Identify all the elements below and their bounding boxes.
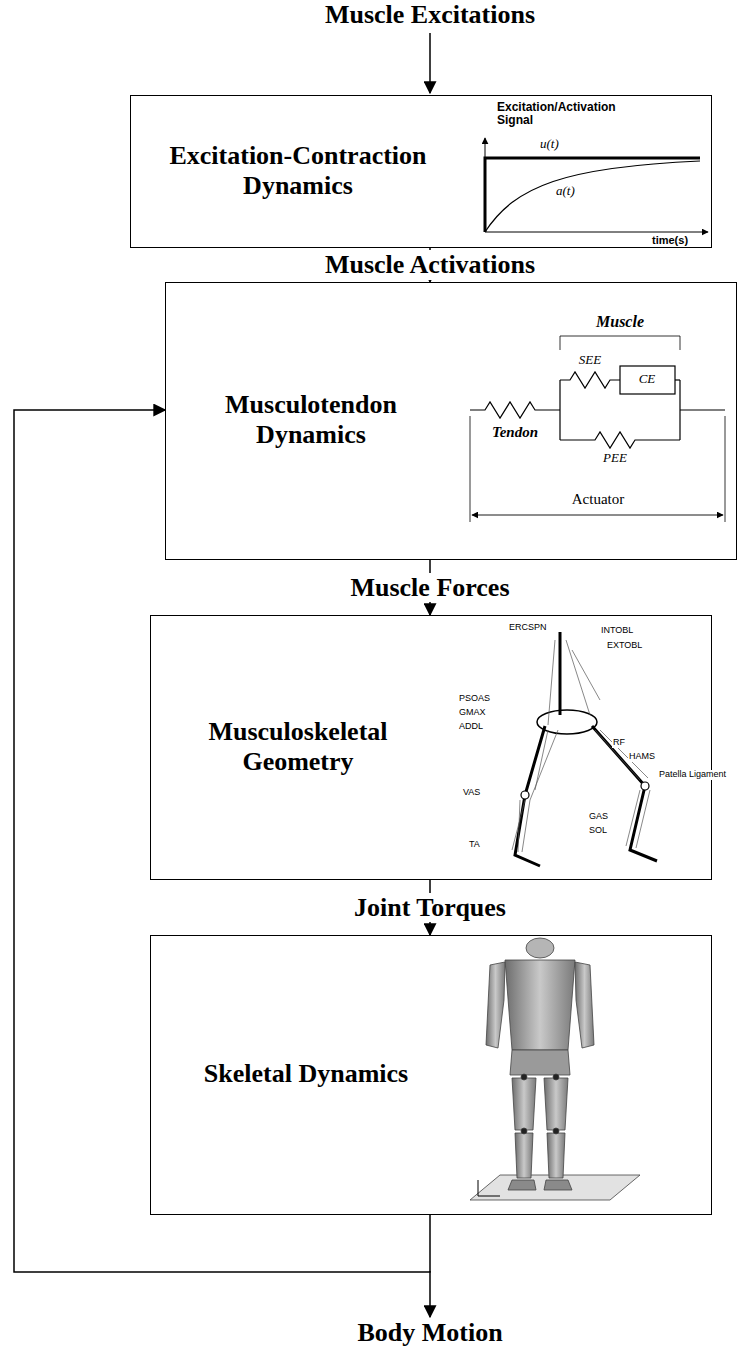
part-label: time(s) [652, 234, 688, 246]
musculotendon-model [470, 336, 725, 522]
part-label: Patella Ligament [658, 770, 727, 780]
part-label: GAS [588, 812, 609, 822]
part-label: SOL [588, 826, 608, 836]
signal-label: Muscle Excitations [322, 0, 538, 30]
signal-label: Joint Torques [351, 893, 509, 923]
part-label: Excitation/Activation Signal [497, 101, 632, 127]
signal-label: Muscle Activations [322, 250, 538, 280]
flow-arrow [14, 410, 430, 1272]
part-label: PSOAS [458, 694, 491, 704]
part-label: Muscle [596, 313, 644, 331]
output-arrow [430, 1271, 431, 1317]
part-label: TA [468, 840, 481, 850]
part-label: VAS [462, 788, 481, 798]
part-label: INTOBL [600, 626, 634, 636]
skeletal-figure [470, 938, 640, 1200]
part-label: Actuator [572, 491, 624, 508]
part-label: ERCSPN [508, 623, 548, 633]
part-label: ADDL [458, 722, 484, 732]
process-box: Skeletal Dynamics [150, 935, 712, 1215]
part-label: EXTOBL [606, 641, 643, 651]
activation-plot [485, 138, 708, 232]
part-label: SEE [579, 353, 601, 367]
signal-label: Muscle Forces [347, 573, 512, 603]
signal-label: Body Motion [354, 1318, 505, 1348]
part-label: HAMS [628, 752, 656, 762]
process-box: Excitation-Contraction Dynamics [130, 95, 712, 248]
leg-skeleton [512, 632, 657, 866]
part-label: CE [639, 372, 656, 386]
part-label: u(t) [540, 137, 559, 151]
part-label: PEE [603, 451, 627, 465]
part-label: Tendon [492, 424, 538, 441]
process-box: Musculoskeletal Geometry [150, 615, 712, 880]
process-box: Musculotendon Dynamics [165, 282, 737, 560]
part-label: a(t) [556, 184, 575, 198]
box-title: Musculoskeletal Geometry [163, 717, 433, 777]
part-label: RF [612, 738, 626, 748]
box-title: Skeletal Dynamics [176, 1059, 436, 1089]
input-arrow [430, 33, 431, 93]
box-title: Excitation-Contraction Dynamics [143, 141, 453, 201]
box-title: Musculotendon Dynamics [181, 390, 441, 450]
part-label: GMAX [458, 708, 487, 718]
